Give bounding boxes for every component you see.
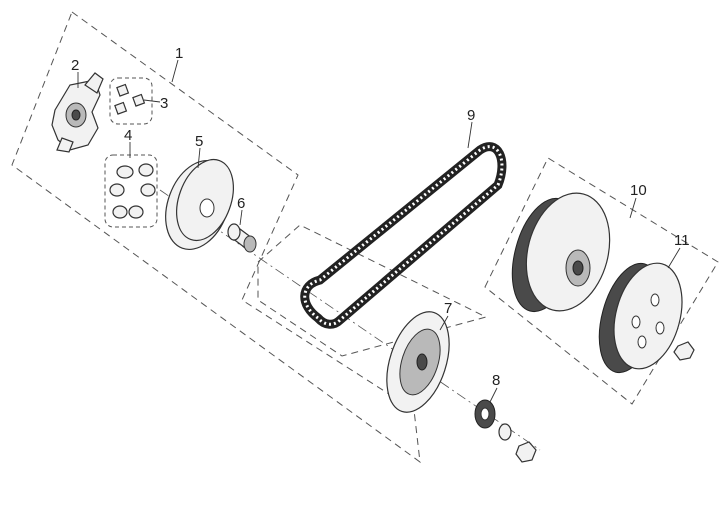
slider-rings-part [109,163,156,219]
clutch-assembly-part [511,192,611,313]
callout-3: 3 [160,95,168,112]
group-10-clutch-box [484,157,719,405]
drive-belt-part [300,142,507,329]
group-3-rollers-box [109,77,153,125]
rollers-part [114,83,146,115]
nut-washer-part [474,399,537,463]
movable-sheave-part [165,158,234,251]
clutch-bell-part [598,262,695,374]
ramp-plate-part [51,72,104,153]
fan-drive-face-part [386,311,450,413]
callout-6: 6 [237,195,245,212]
callout-5: 5 [195,133,203,150]
leader-lines [77,59,681,403]
callout-7: 7 [444,300,452,317]
callout-2: 2 [71,57,79,74]
callout-11: 11 [674,232,690,249]
callout-9: 9 [467,107,475,124]
group-4-sliders-box [104,154,158,228]
callout-1: 1 [175,45,183,62]
callout-8: 8 [492,372,500,389]
callout-4: 4 [124,127,132,144]
sleeve-part [227,223,257,253]
callout-10: 10 [630,182,647,199]
group-1-front-pulley-box [11,11,421,464]
